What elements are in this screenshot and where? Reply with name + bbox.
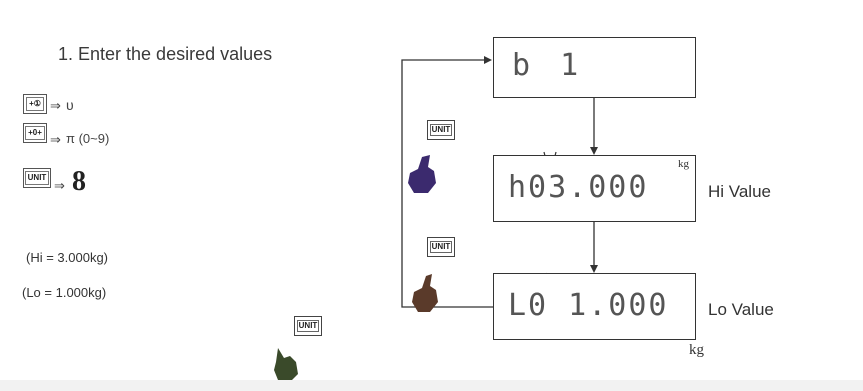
bottom-unit-key-label: UNIT [296,320,320,332]
zero-key-label: +0+ [25,126,45,140]
unit-key: UNIT [23,168,51,188]
shift-result: υ [66,97,74,113]
unit-key-lo-label: UNIT [429,241,453,253]
loop-line [401,59,493,308]
unit-result: 8 [72,166,86,197]
bottom-unit-key: UNIT [294,316,322,336]
unit-key-label: UNIT [24,171,50,185]
pointing-hand-icon [412,274,438,312]
shift-key: +① [23,94,47,114]
unit-key-lo-step: UNIT [427,237,455,257]
zero-key: +0+ [23,123,47,143]
hi-value-label: Hi Value [708,182,771,201]
lo-unit: kg [689,342,704,358]
shift-key-label: +① [26,97,44,111]
top-to-hi-arrowhead [590,147,598,155]
hi-note: (Hi = 3.000kg) [26,250,109,265]
arrow-icon: ⇒ [54,178,65,193]
arrow-icon: ⇒ [50,132,61,147]
lcd-display-top: b 1 [493,37,696,98]
arrow-icon: ⇒ [50,98,61,113]
pointing-hand-icon [408,155,436,193]
loop-arrowhead [484,56,492,64]
step-title: 1. Enter the desired values [58,44,273,64]
hi-to-lo-arrowhead [590,265,598,273]
lo-note: (Lo = 1.000kg) [22,285,107,300]
lcd-top-text: b 1 [512,48,585,83]
lcd-display-lo: L0 1.000 [493,273,696,340]
zero-result: π (0~9) [66,131,110,146]
lo-value-label: Lo Value [708,300,774,319]
hi-unit: kg [678,158,689,170]
lcd-display-hi: h03.000 kg [493,155,696,222]
pointing-hand-icon [274,348,298,382]
lcd-lo-text: L0 1.000 [508,288,669,323]
unit-key-hi-step: UNIT [427,120,455,140]
footer-strip [0,380,863,391]
lcd-hi-text: h03.000 [508,170,649,205]
unit-key-hi-label: UNIT [429,124,453,136]
